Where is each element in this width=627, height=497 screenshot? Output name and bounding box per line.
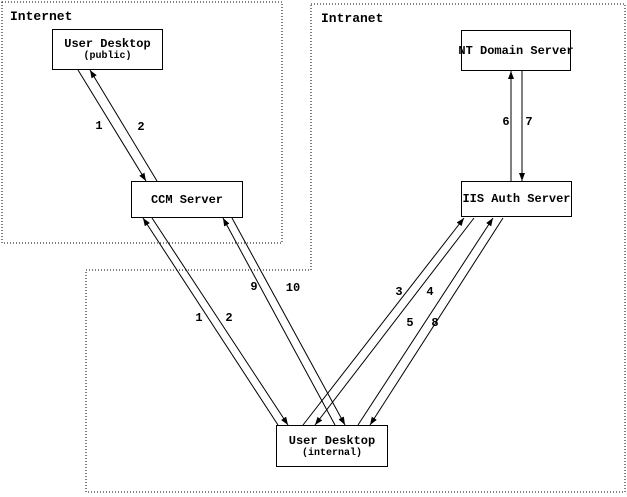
flow-label-3: 3: [395, 285, 403, 299]
node-title: User Desktop: [64, 37, 151, 51]
zone-label-intranet: Intranet: [321, 11, 384, 26]
flow-label-7: 7: [525, 115, 533, 129]
node-nt-domain-server: NT Domain Server: [458, 30, 574, 71]
node-title: CCM Server: [150, 192, 223, 207]
arrow-3-internal-desktop-to-iis: [302, 217, 465, 426]
flow-label-1-public: 1: [95, 119, 103, 133]
flow-label-9: 9: [250, 280, 258, 294]
node-subtitle: (public): [83, 51, 132, 62]
arrow-9-internal-desktop-to-ccm: [222, 217, 336, 426]
node-ccm-server: CCM Server: [131, 181, 243, 218]
arrow-2-ccm-to-public-desktop: [89, 69, 158, 182]
arrow-10-ccm-to-internal-desktop: [231, 217, 346, 426]
flow-label-5: 5: [406, 316, 414, 330]
node-subtitle: (internal): [301, 447, 362, 459]
arrow-1-internal-desktop-to-ccm: [142, 217, 279, 426]
arrow-5-internal-desktop-to-iis: [357, 217, 494, 426]
flow-label-2-internal: 2: [225, 311, 233, 325]
flow-label-2-public: 2: [137, 120, 145, 134]
zone-label-internet: Internet: [10, 9, 73, 24]
flow-label-1-internal: 1: [195, 311, 203, 325]
node-title: IIS Auth Server: [462, 192, 571, 206]
node-user-desktop-internal: User Desktop (internal): [276, 425, 388, 467]
intranet-zone-border: [85, 3, 626, 493]
node-title: User Desktop: [288, 433, 376, 448]
flow-label-10: 10: [285, 281, 301, 295]
node-title: NT Domain Server: [458, 43, 574, 58]
arrow-8-iis-to-internal-desktop: [369, 217, 504, 426]
flow-label-8: 8: [431, 316, 439, 330]
flow-label-4: 4: [426, 285, 434, 299]
flow-label-6: 6: [502, 115, 510, 129]
arrow-4-iis-to-internal-desktop: [314, 217, 475, 426]
internet-zone-border: [1, 1, 283, 244]
arrow-1-public-desktop-to-ccm: [77, 69, 147, 182]
node-iis-auth-server: IIS Auth Server: [461, 181, 572, 217]
node-user-desktop-public: User Desktop (public): [52, 29, 163, 70]
arrow-2-ccm-to-internal-desktop: [151, 217, 289, 426]
